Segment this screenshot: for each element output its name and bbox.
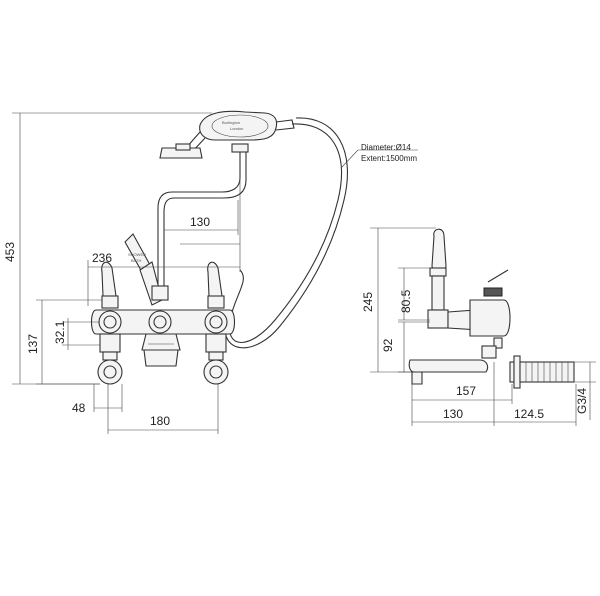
bath-spout xyxy=(141,333,181,367)
svg-text:453: 453 xyxy=(3,242,17,262)
svg-text:32.1: 32.1 xyxy=(53,320,67,344)
dim-157: 157 xyxy=(411,384,513,404)
svg-text:130: 130 xyxy=(443,407,463,421)
dim-92: 92 xyxy=(381,321,430,373)
mixer-body xyxy=(90,285,236,335)
svg-text:Diameter:Ø14: Diameter:Ø14 xyxy=(361,143,411,152)
dim-236: 236 xyxy=(87,180,241,306)
svg-text:130: 130 xyxy=(190,215,210,229)
svg-text:Extent:1500mm: Extent:1500mm xyxy=(361,154,417,163)
side-wall-connector xyxy=(509,355,575,389)
svg-text:124.5: 124.5 xyxy=(514,407,544,421)
dim-130-front: 130 xyxy=(164,200,240,245)
dim-g3-4: G3/4 xyxy=(572,361,596,420)
svg-text:G3/4: G3/4 xyxy=(575,388,589,414)
hose-callout: Diameter:Ø14 Extent:1500mm xyxy=(340,143,418,169)
dim-48: 48 xyxy=(72,384,123,415)
svg-text:245: 245 xyxy=(361,292,375,312)
right-leg xyxy=(203,333,229,385)
svg-text:137: 137 xyxy=(26,334,40,354)
dim-453: 453 xyxy=(3,112,212,385)
dim-180: 180 xyxy=(107,384,219,434)
svg-text:92: 92 xyxy=(381,338,395,352)
svg-text:180: 180 xyxy=(150,414,170,428)
svg-text:Burlington: Burlington xyxy=(222,120,240,125)
riser-pipe xyxy=(157,150,241,300)
dim-80-5: 80.5 xyxy=(398,267,432,321)
side-body xyxy=(427,269,511,359)
side-tap-handle xyxy=(429,228,447,311)
left-tap-handle xyxy=(101,261,119,309)
dim-32-1: 32.1 xyxy=(53,318,100,350)
svg-text:80.5: 80.5 xyxy=(399,289,413,313)
svg-text:157: 157 xyxy=(456,384,476,398)
dim-130-side: 130 xyxy=(411,362,495,426)
svg-text:48: 48 xyxy=(72,401,86,415)
svg-text:236: 236 xyxy=(92,251,112,265)
dim-137: 137 xyxy=(26,299,102,385)
svg-text:BATH: BATH xyxy=(131,258,141,263)
side-view: 245 80.5 92 157 130 xyxy=(361,227,596,426)
right-tap-handle xyxy=(207,261,225,309)
dim-124-5: 124.5 xyxy=(494,384,577,426)
svg-text:London: London xyxy=(230,126,243,131)
shower-handset: Burlington London xyxy=(159,110,295,159)
side-spout xyxy=(408,359,489,385)
left-leg xyxy=(97,333,123,385)
svg-text:SHOWER: SHOWER xyxy=(128,252,146,257)
front-view: Burlington London SHOWER BATH xyxy=(3,110,418,434)
